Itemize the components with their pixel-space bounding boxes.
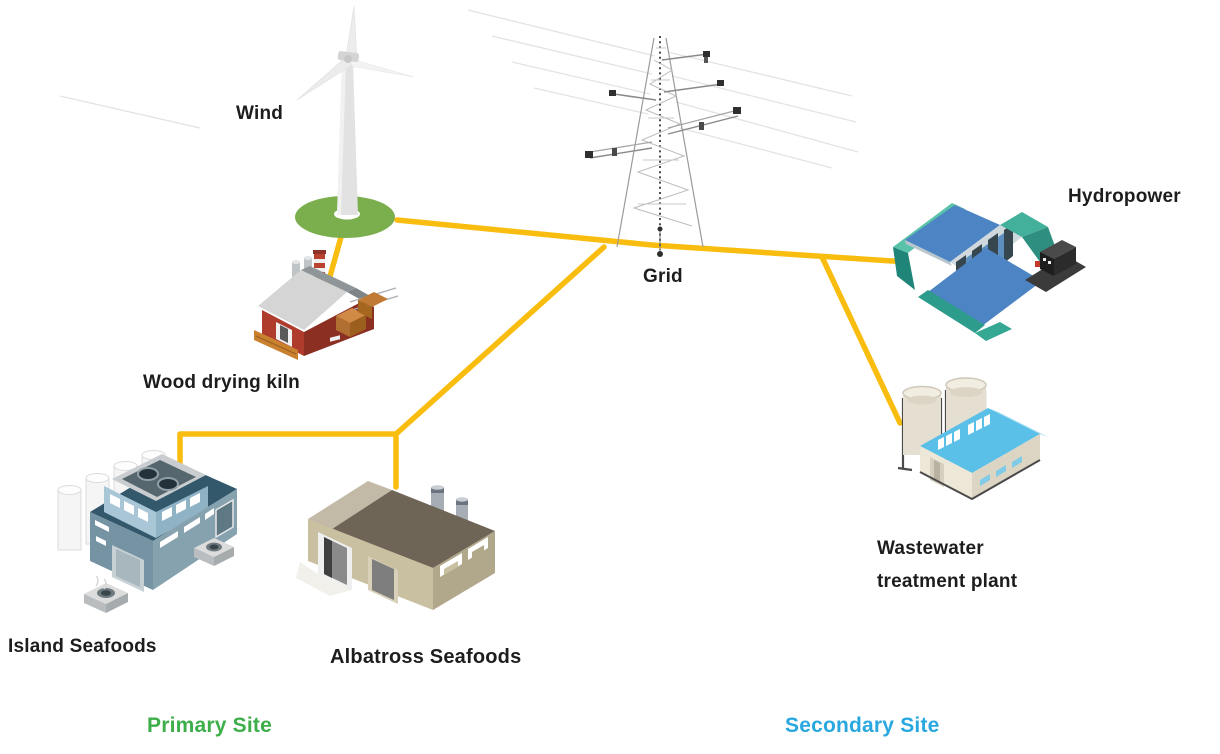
secondary-site-label: Secondary Site — [785, 714, 940, 737]
transmission-tower-icon — [585, 36, 741, 257]
treatment-plant-icon — [897, 377, 1048, 501]
primary-site-label: Primary Site — [147, 714, 272, 737]
wastewater-label: Wastewater treatment plant — [877, 538, 1018, 592]
wind-label: Wind — [236, 103, 284, 124]
albatross-seafoods-label: Albatross Seafoods — [330, 646, 522, 668]
wind-turbine-icon — [295, 5, 415, 238]
power-line — [177, 431, 399, 485]
factory-icon — [57, 450, 237, 613]
wood-kiln-icon — [254, 250, 399, 360]
powerline-wires-icon — [59, 9, 859, 169]
power-line — [393, 244, 607, 437]
hydropower-label: Hydropower — [1068, 186, 1181, 207]
power-line — [819, 254, 903, 426]
island-seafoods-label: Island Seafoods — [8, 636, 157, 657]
warehouse-icon — [296, 481, 495, 610]
wood-kiln-label: Wood drying kiln — [143, 372, 300, 393]
hydropower-dam-icon — [893, 203, 1086, 341]
power-line — [394, 217, 910, 265]
grid-label: Grid — [643, 266, 683, 287]
